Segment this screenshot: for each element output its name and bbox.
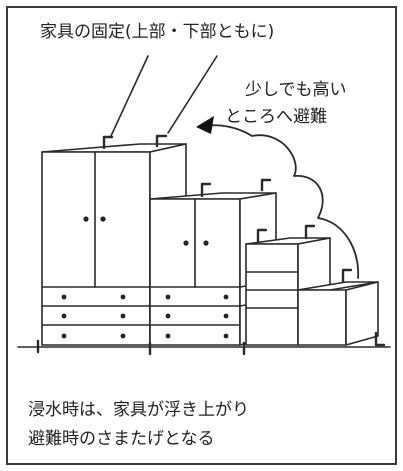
leader-line-left <box>110 55 149 137</box>
note-line1: 浸水時は、家具が浮き上がり <box>28 400 249 420</box>
top-label: 家具の固定(上部・下部ともに) <box>40 22 275 42</box>
evacuation-arrowhead <box>196 116 214 134</box>
evacuation-label-line2: ところへ避難 <box>225 107 327 127</box>
low-chest <box>297 281 379 346</box>
leader-line-right <box>167 55 218 134</box>
evacuation-label-line1: 少しでも高い <box>245 80 347 100</box>
fixing-brackets <box>36 134 386 356</box>
note-line2: 避難時のさまたげとなる <box>28 429 215 449</box>
small-chest <box>245 237 331 346</box>
evacuation-arrow <box>205 124 359 279</box>
